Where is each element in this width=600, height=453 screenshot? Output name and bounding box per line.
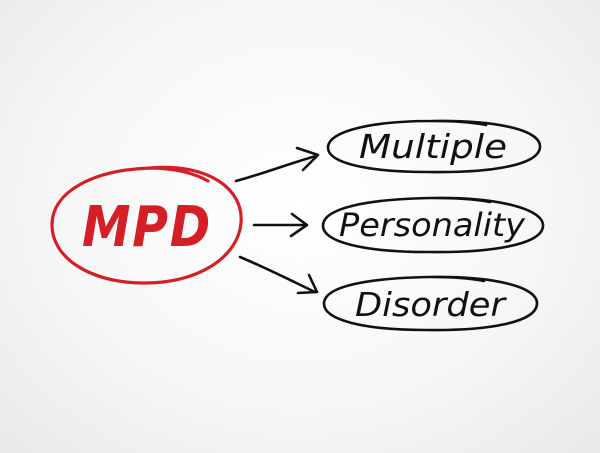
arrow-head — [289, 212, 309, 238]
term-node-multiple: Multiple — [326, 119, 542, 174]
term-node-disorder: Disorder — [322, 275, 539, 332]
arrow-line — [238, 255, 317, 294]
term-ellipse — [321, 196, 545, 254]
term-node-personality: Personality — [321, 196, 545, 254]
acronym-ellipse — [50, 165, 243, 285]
arrow-head — [296, 273, 319, 295]
arrow-head — [295, 146, 320, 172]
acronym-node: MPD — [50, 165, 243, 285]
arrow-line — [234, 154, 318, 183]
acronym-text: MPD — [82, 195, 212, 260]
term-ellipse — [322, 275, 539, 332]
term-text: Multiple — [359, 127, 507, 166]
term-text: Disorder — [355, 285, 508, 324]
term-text: Personality — [339, 206, 526, 244]
arrow-to-multiple — [234, 146, 320, 183]
arrow-to-disorder — [238, 255, 319, 295]
term-ellipse — [326, 119, 542, 174]
arrow-to-personality — [252, 212, 309, 238]
